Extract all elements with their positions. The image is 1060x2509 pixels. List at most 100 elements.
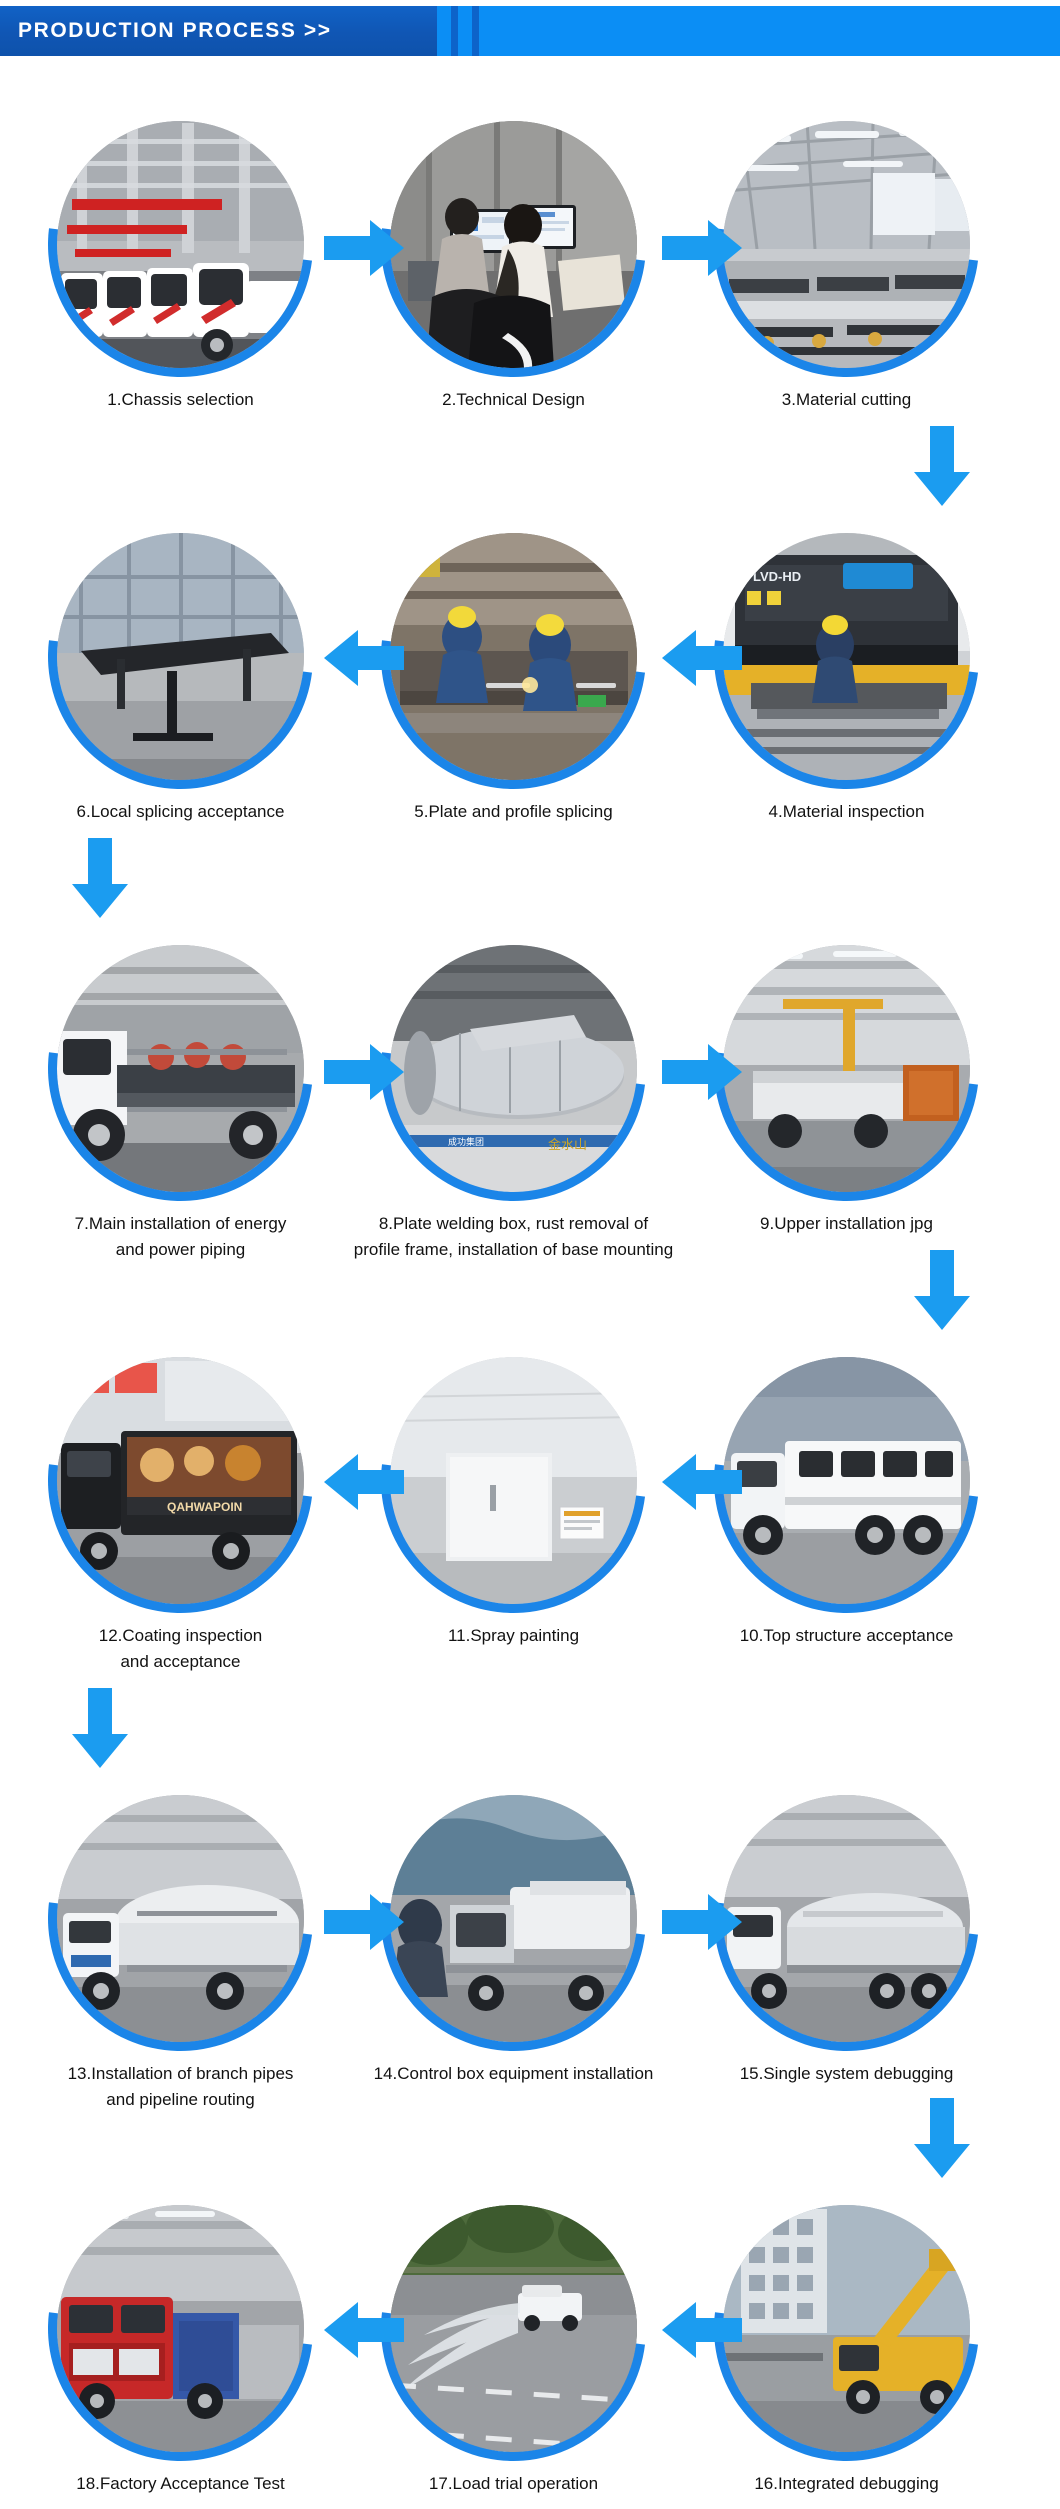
step-4-photo	[723, 533, 970, 780]
step-10-photo	[723, 1357, 970, 1604]
step-6-caption: 6.Local splicing acceptance	[76, 802, 285, 821]
step-7-ring-icon	[0, 882, 367, 1255]
step-17-caption: 17.Load trial operation	[428, 2474, 599, 2493]
step-15-photo-frame	[660, 1732, 1033, 2105]
step-3-photo	[723, 121, 970, 368]
step-9-caption: 9.Upper installation jpg	[760, 1214, 933, 1233]
process-row-1: 1.Chassis selection 2.Technical Design 3…	[0, 58, 1060, 431]
banner-accent-bars	[437, 6, 479, 56]
process-step-17: 17.Load trial operation	[327, 2142, 700, 2509]
step-12-ring-icon	[0, 1294, 367, 1667]
step-11-photo	[390, 1357, 637, 1604]
process-row-3: 7.Main installation of energy and power …	[0, 882, 1060, 1262]
step-13-caption-line-1: 13.Installation of branch pipes	[67, 2064, 294, 2083]
step-8-photo	[390, 945, 637, 1192]
step-13-photo-frame	[0, 1732, 367, 2105]
step-8-photo-frame	[327, 882, 700, 1255]
step-13-ring-icon	[0, 1732, 367, 2105]
step-9-photo	[723, 945, 970, 1192]
step-12-caption-line-1: 12.Coating inspection	[98, 1626, 263, 1645]
step-15-caption: 15.Single system debugging	[739, 2064, 954, 2083]
step-18-caption: 18.Factory Acceptance Test	[76, 2474, 285, 2493]
step-7-photo-frame	[0, 882, 367, 1255]
process-row-2: 6.Local splicing acceptance 5.Plate and …	[0, 470, 1060, 843]
banner-dark-panel: PRODUCTION PROCESS >>	[0, 6, 437, 56]
step-6-ring-icon	[0, 470, 367, 843]
step-2-caption: 2.Technical Design	[442, 390, 585, 409]
step-12-caption-line-2: and acceptance	[120, 1651, 241, 1671]
step-9-photo-frame	[660, 882, 1033, 1255]
step-12-caption: 12.Coating inspection and acceptance	[16, 1623, 346, 1674]
step-4-photo-frame	[660, 470, 1033, 843]
step-1-ring-icon	[0, 58, 367, 431]
banner-bar-line-1	[451, 6, 458, 56]
banner-light-panel	[479, 6, 1060, 56]
step-8-caption: 8.Plate welding box, rust removal of pro…	[331, 1211, 697, 1262]
process-step-4: 4.Material inspection	[660, 470, 1033, 843]
step-3-caption: 3.Material cutting	[781, 390, 912, 409]
process-step-1: 1.Chassis selection	[0, 58, 367, 431]
step-13-photo	[57, 1795, 304, 2042]
step-10-caption: 10.Top structure acceptance	[739, 1626, 954, 1645]
step-12-photo-frame	[0, 1294, 367, 1667]
process-step-15: 15.Single system debugging	[660, 1732, 1033, 2112]
step-2-photo	[390, 121, 637, 368]
step-13-caption: 13.Installation of branch pipes and pipe…	[16, 2061, 346, 2112]
process-step-8: 8.Plate welding box, rust removal of pro…	[327, 882, 700, 1262]
step-7-caption-line-2: and power piping	[115, 1239, 246, 1259]
process-step-6: 6.Local splicing acceptance	[0, 470, 367, 843]
process-step-2: 2.Technical Design	[327, 58, 700, 431]
step-8-caption-line-1: 8.Plate welding box, rust removal of	[378, 1214, 649, 1233]
step-10-photo-frame	[660, 1294, 1033, 1667]
step-7-photo	[57, 945, 304, 1192]
step-8-caption-line-2: profile frame, installation of base moun…	[353, 1239, 674, 1259]
step-16-caption: 16.Integrated debugging	[754, 2474, 939, 2493]
step-17-photo	[390, 2205, 637, 2452]
process-step-10: 10.Top structure acceptance	[660, 1294, 1033, 1674]
banner-bar-line-2	[472, 6, 479, 56]
step-14-photo-frame	[327, 1732, 700, 2105]
page-title: PRODUCTION PROCESS >>	[18, 19, 332, 42]
process-step-9: 9.Upper installation jpg	[660, 882, 1033, 1262]
process-step-13: 13.Installation of branch pipes and pipe…	[0, 1732, 367, 2112]
process-row-4: 12.Coating inspection and acceptance 11.…	[0, 1294, 1060, 1674]
step-14-caption: 14.Control box equipment installation	[373, 2064, 654, 2083]
production-process-banner: PRODUCTION PROCESS >>	[0, 6, 1060, 56]
step-5-photo	[390, 533, 637, 780]
step-6-photo	[57, 533, 304, 780]
step-12-photo	[57, 1357, 304, 1604]
process-step-5: 5.Plate and profile splicing	[327, 470, 700, 843]
step-5-photo-frame	[327, 470, 700, 843]
step-15-photo	[723, 1795, 970, 2042]
step-17-photo-frame	[327, 2142, 700, 2509]
process-row-5: 13.Installation of branch pipes and pipe…	[0, 1732, 1060, 2112]
process-step-18: 18.Factory Acceptance Test	[0, 2142, 367, 2509]
step-7-caption: 7.Main installation of energy and power …	[16, 1211, 346, 1262]
step-6-photo-frame	[0, 470, 367, 843]
step-11-photo-frame	[327, 1294, 700, 1667]
process-row-6: 18.Factory Acceptance Test 17.Load trial…	[0, 2142, 1060, 2509]
step-2-photo-frame	[327, 58, 700, 431]
step-18-photo-frame	[0, 2142, 367, 2509]
banner-bar-gap-2	[458, 6, 472, 56]
step-7-caption-line-1: 7.Main installation of energy	[74, 1214, 287, 1233]
step-13-caption-line-2: and pipeline routing	[106, 2089, 255, 2109]
process-step-14: 14.Control box equipment installation	[327, 1732, 700, 2112]
step-11-caption: 11.Spray painting	[447, 1626, 580, 1645]
step-3-photo-frame	[660, 58, 1033, 431]
banner-bar-gap-1	[437, 6, 451, 56]
process-step-3: 3.Material cutting	[660, 58, 1033, 431]
step-1-caption: 1.Chassis selection	[107, 390, 254, 409]
process-step-12: 12.Coating inspection and acceptance	[0, 1294, 367, 1674]
process-step-16: 16.Integrated debugging	[660, 2142, 1033, 2509]
step-16-photo-frame	[660, 2142, 1033, 2509]
process-step-7: 7.Main installation of energy and power …	[0, 882, 367, 1262]
step-4-caption: 4.Material inspection	[768, 802, 925, 821]
step-14-photo	[390, 1795, 637, 2042]
step-18-ring-icon	[0, 2142, 367, 2509]
step-1-photo-frame	[0, 58, 367, 431]
step-5-caption: 5.Plate and profile splicing	[414, 802, 613, 821]
step-18-photo	[57, 2205, 304, 2452]
step-16-photo	[723, 2205, 970, 2452]
